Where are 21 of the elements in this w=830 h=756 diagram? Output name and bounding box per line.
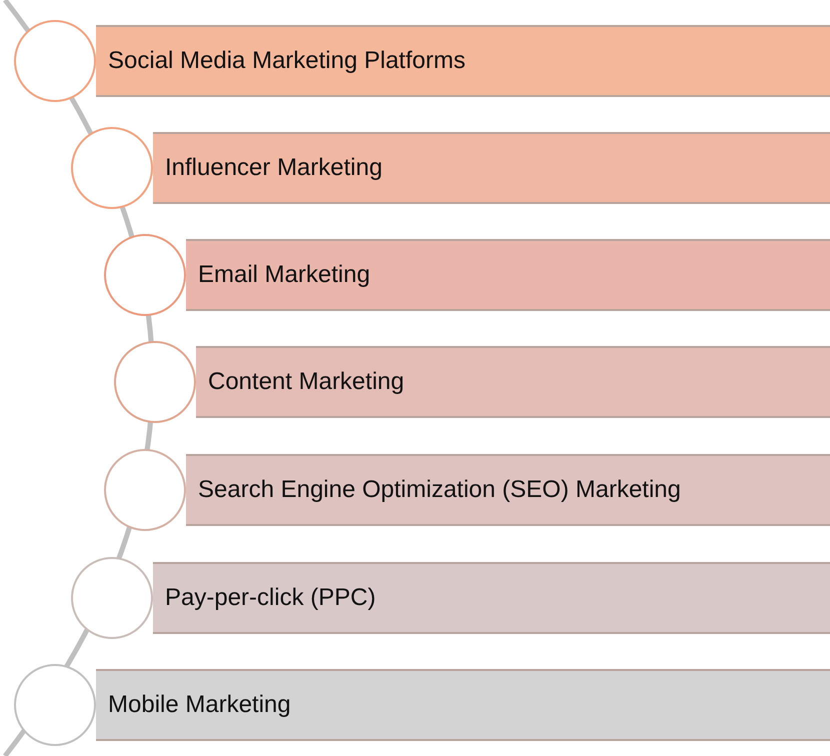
item-label: Search Engine Optimization (SEO) Marketing bbox=[198, 476, 681, 504]
circle-marker bbox=[14, 20, 96, 102]
item-label: Pay-per-click (PPC) bbox=[165, 584, 376, 612]
item-label: Social Media Marketing Platforms bbox=[108, 47, 466, 75]
list-item-bar bbox=[186, 239, 830, 311]
circle-marker bbox=[104, 449, 186, 531]
circle-marker bbox=[14, 664, 96, 746]
list-item-bar bbox=[96, 669, 830, 741]
item-label: Mobile Marketing bbox=[108, 691, 291, 719]
item-label: Email Marketing bbox=[198, 261, 370, 289]
circle-marker bbox=[71, 557, 153, 639]
list-item-bar bbox=[96, 25, 830, 97]
list-item-bar bbox=[153, 562, 830, 634]
item-label: Influencer Marketing bbox=[165, 154, 382, 182]
list-item-bar bbox=[153, 132, 830, 204]
circle-marker bbox=[104, 234, 186, 316]
list-item-bar bbox=[196, 346, 830, 418]
list-item-bar bbox=[186, 454, 830, 526]
item-label: Content Marketing bbox=[208, 368, 404, 396]
circle-marker bbox=[114, 341, 196, 423]
circle-marker bbox=[71, 127, 153, 209]
